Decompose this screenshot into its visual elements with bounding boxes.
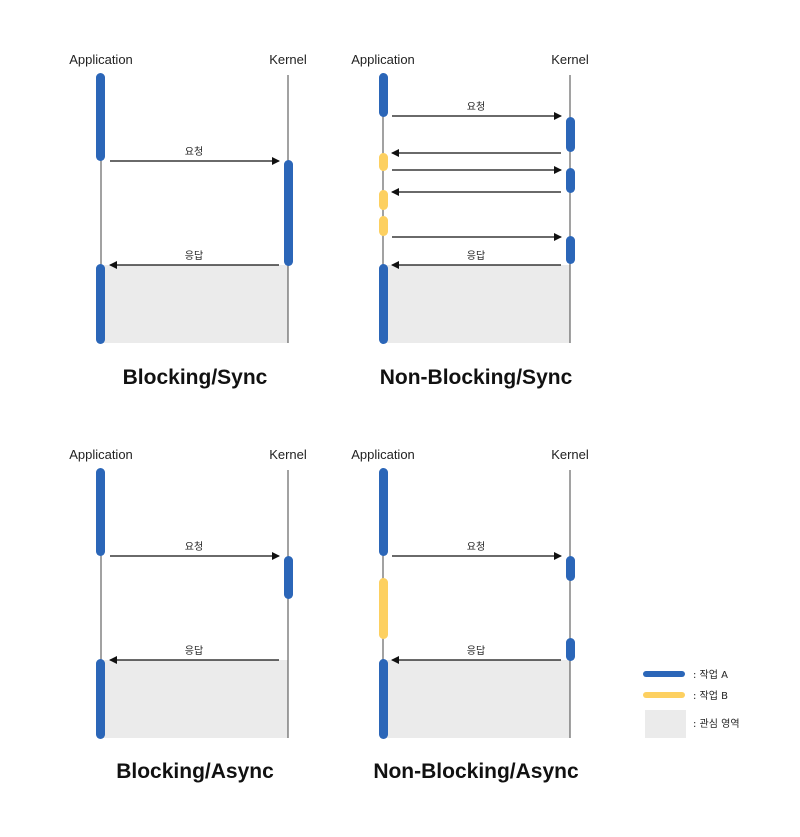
response-label: 응답 bbox=[467, 250, 485, 262]
diagram-blocking-async: Application Kernel 요청 응답 Blocking/Async bbox=[69, 447, 307, 783]
task-b-bar bbox=[379, 578, 388, 639]
diagram-blocking-sync: Application Kernel 요청 응답 Blocking/Sync bbox=[69, 52, 307, 389]
task-a-bar bbox=[96, 659, 105, 739]
legend: : 작업 A : 작업 B : 관심 영역 bbox=[643, 668, 740, 738]
task-a-bar bbox=[566, 168, 575, 193]
task-b-bar bbox=[379, 190, 388, 210]
legend-area-label: : 관심 영역 bbox=[693, 718, 740, 730]
task-a-bar bbox=[96, 73, 105, 161]
response-label: 응답 bbox=[185, 250, 203, 262]
kernel-label: Kernel bbox=[551, 447, 589, 462]
kernel-label: Kernel bbox=[269, 447, 307, 462]
task-a-bar bbox=[284, 556, 293, 599]
response-label: 응답 bbox=[185, 645, 203, 657]
task-a-bar bbox=[566, 236, 575, 264]
diagram-title: Blocking/Sync bbox=[123, 366, 268, 389]
task-b-bar bbox=[379, 216, 388, 236]
application-label: Application bbox=[69, 447, 133, 462]
task-a-bar bbox=[379, 468, 388, 556]
area-of-interest bbox=[383, 265, 570, 343]
application-label: Application bbox=[69, 52, 133, 67]
area-of-interest bbox=[101, 660, 288, 738]
task-a-bar bbox=[284, 160, 293, 266]
task-a-bar bbox=[379, 659, 388, 739]
legend-task-b-swatch bbox=[643, 692, 685, 698]
task-b-bar bbox=[379, 153, 388, 171]
kernel-label: Kernel bbox=[551, 52, 589, 67]
application-label: Application bbox=[351, 52, 415, 67]
task-a-bar bbox=[96, 468, 105, 556]
task-a-bar bbox=[566, 556, 575, 581]
area-of-interest bbox=[101, 265, 288, 343]
legend-task-a-swatch bbox=[643, 671, 685, 677]
task-a-bar bbox=[379, 73, 388, 117]
kernel-label: Kernel bbox=[269, 52, 307, 67]
request-label: 요청 bbox=[185, 541, 203, 553]
task-a-bar bbox=[566, 638, 575, 661]
application-label: Application bbox=[351, 447, 415, 462]
legend-area-swatch bbox=[645, 710, 686, 738]
response-label: 응답 bbox=[467, 645, 485, 657]
task-a-bar bbox=[379, 264, 388, 344]
diagram-non-blocking-async: Application Kernel 요청 응답 Non-Blocking/As… bbox=[351, 447, 589, 783]
diagram-title: Blocking/Async bbox=[116, 760, 274, 783]
legend-task-b-label: : 작업 B bbox=[693, 689, 728, 702]
request-label: 요청 bbox=[185, 146, 203, 158]
diagram-title: Non-Blocking/Async bbox=[373, 760, 579, 783]
area-of-interest bbox=[383, 660, 570, 738]
task-a-bar bbox=[566, 117, 575, 152]
task-a-bar bbox=[96, 264, 105, 344]
legend-task-a-label: : 작업 A bbox=[693, 668, 728, 681]
request-label: 요청 bbox=[467, 541, 485, 553]
diagram-title: Non-Blocking/Sync bbox=[380, 366, 573, 389]
diagram-non-blocking-sync: Application Kernel 요청 응답 Non-Blocking/Sy… bbox=[351, 52, 589, 389]
request-label: 요청 bbox=[467, 101, 485, 113]
